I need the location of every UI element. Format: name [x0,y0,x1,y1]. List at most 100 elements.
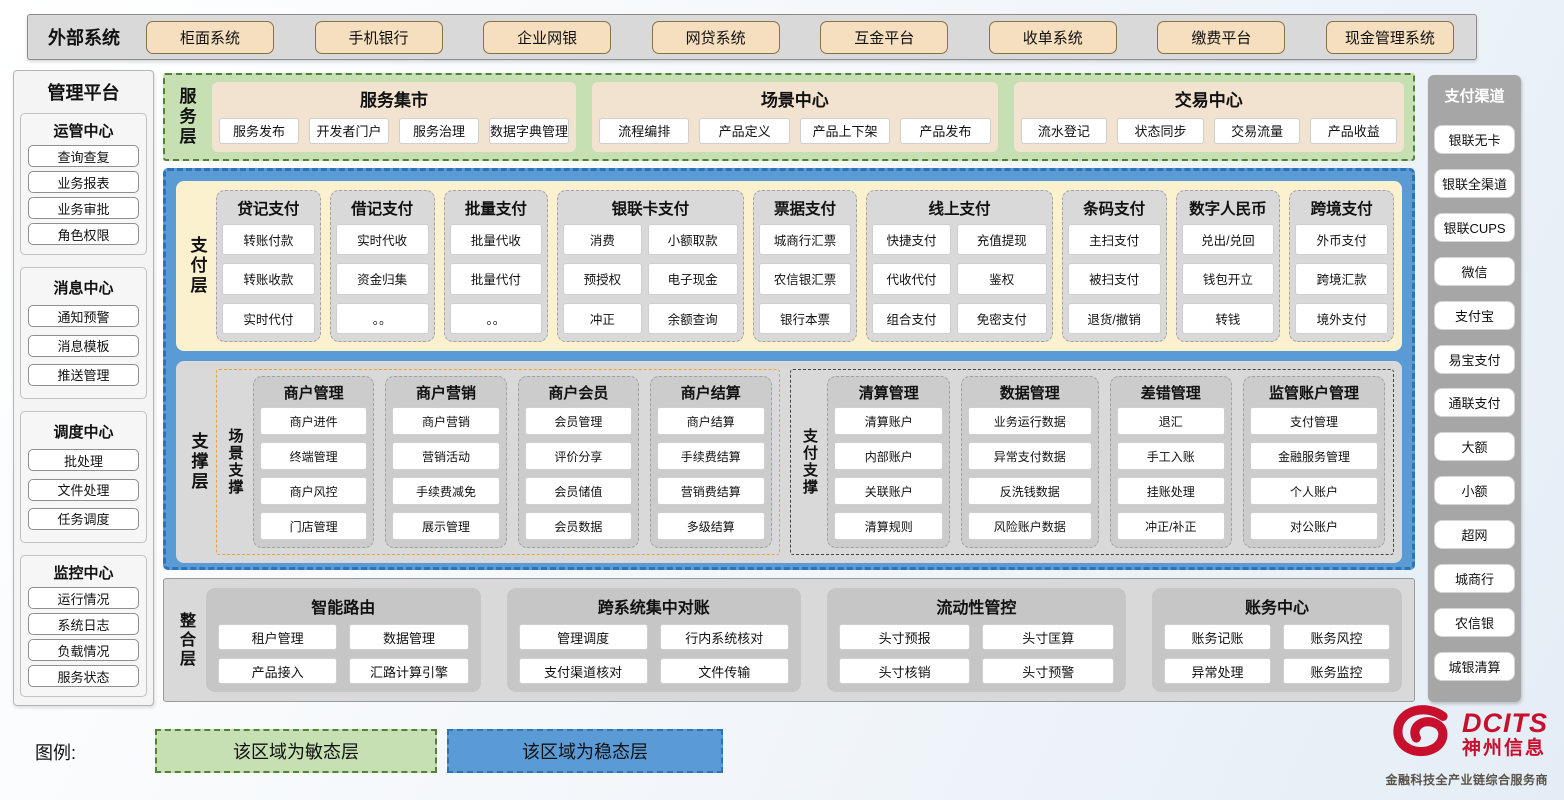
management-platform-title: 管理平台 [47,83,120,103]
module-item-box: 批量代收 [449,224,543,256]
payment-module-panel: 批量支付批量代收批量代付。。 [443,190,549,342]
support-item-box: 内部账户 [834,442,943,470]
support-panel-body: 支付管理金融服务管理个人账户对公账户 [1250,407,1378,540]
module-item-box: 免密支付 [956,302,1047,334]
external-system-box: 缴费平台 [1157,20,1286,54]
support-panel-title: 监管账户管理 [1269,385,1360,402]
support-panel-title: 差错管理 [1140,385,1201,402]
channel-box: 银联无卡 [1434,124,1515,154]
support-item-box: 支付管理 [1250,407,1378,435]
module-item-box: 资金归集 [335,263,429,295]
payment-channels-title: 支付渠道 [1444,88,1505,105]
module-body: 外币支付跨境汇款境外支付 [1295,224,1388,334]
module-item-box: 充值提现 [956,224,1047,256]
module-item-box: 兑出/兑回 [1181,224,1275,256]
management-item-box: 业务审批 [28,197,139,219]
module-item-box: 实时代付 [222,302,315,334]
service-panels: 服务集市服务发布开发者门户服务治理数据字典管理场景中心流程编排产品定义产品上下架… [212,82,1404,152]
service-item-box: 产品上下架 [799,117,891,144]
integration-panel-grid: 管理调度行内系统核对支付渠道核对文件传输 [518,624,789,684]
support-item-box: 金融服务管理 [1250,442,1378,470]
support-panel: 监管账户管理支付管理金融服务管理个人账户对公账户 [1243,376,1385,548]
service-panel-items: 服务发布开发者门户服务治理数据字典管理 [219,115,570,146]
support-panel: 商户营销商户营销营销活动手续费减免展示管理 [385,376,507,548]
channel-box: 通联支付 [1434,388,1515,418]
support-item-box: 风险账户数据 [967,512,1092,540]
integration-panel-grid: 租户管理数据管理产品接入汇路计算引擎 [218,624,469,684]
support-panel-title: 商户会员 [548,385,609,402]
module-item-box: 转钱 [1181,302,1275,334]
module-body: 批量代收批量代付。。 [449,224,543,334]
integration-panels: 智能路由租户管理数据管理产品接入汇路计算引擎跨系统集中对账管理调度行内系统核对支… [206,588,1402,692]
integration-item-box: 管理调度 [518,624,648,650]
support-panel-body: 退汇手工入账挂账处理冲正/补正 [1116,407,1226,540]
service-item-box: 服务发布 [219,117,300,144]
stable-frame: 支付层 贷记支付转账付款转账收款实时代付借记支付实时代收资金归集。。批量支付批量… [163,168,1415,570]
brand-name: DCITS [1462,708,1548,739]
module-body: 实时代收资金归集。。 [335,224,429,334]
legend-agile-box: 该区域为敏态层 [155,729,437,773]
management-group: 运管中心查询查复业务报表业务审批角色权限 [20,113,147,255]
support-panel-body: 清算账户内部账户关联账户清算规则 [834,407,943,540]
payment-module-panel: 贷记支付转账付款转账收款实时代付 [216,190,321,342]
management-item-box: 运行情况 [28,587,139,609]
service-item-box: 状态同步 [1117,117,1204,144]
management-item-box: 通知预警 [28,305,139,328]
payment-module-panel: 票据支付城商行汇票农信银汇票银行本票 [752,190,858,342]
support-item-box: 手续费结算 [657,442,765,470]
legend-label: 图例: [35,743,77,763]
channel-box: 银联全渠道 [1434,168,1515,198]
module-title: 跨境支付 [1310,201,1373,218]
support-panel-body: 业务运行数据异常支付数据反洗钱数据风险账户数据 [967,407,1092,540]
payment-layer-label: 支付层 [187,236,207,296]
module-item-box: 鉴权 [956,263,1047,295]
service-panel: 场景中心流程编排产品定义产品上下架产品发布 [592,82,998,152]
integration-panel-title: 智能路由 [311,600,376,617]
integration-panel: 账务中心账务记账账务风控异常处理账务监控 [1151,588,1402,692]
channel-box: 大额 [1434,432,1515,462]
integration-item-box: 数据管理 [349,624,469,650]
service-panel: 服务集市服务发布开发者门户服务治理数据字典管理 [212,82,577,152]
module-item-box: 批量代付 [449,263,543,295]
channel-box: 微信 [1434,256,1515,286]
management-item-box: 查询查复 [28,145,139,167]
module-item-box: 组合支付 [872,302,951,334]
service-item-box: 流程编排 [599,117,690,144]
management-group: 消息中心通知预警消息模板推送管理 [20,267,147,399]
payment-module-panel: 跨境支付外币支付跨境汇款境外支付 [1289,190,1394,342]
module-item-box: 代收代付 [872,263,951,295]
management-item-box: 负载情况 [28,639,139,661]
support-item-box: 终端管理 [260,442,368,470]
integration-panel-grid: 账务记账账务风控异常处理账务监控 [1163,624,1390,684]
module-title: 贷记支付 [237,201,300,218]
integration-item-box: 支付渠道核对 [518,658,648,684]
support-item-box: 营销费结算 [657,477,765,505]
support-panel-title: 商户管理 [283,385,344,402]
management-item-box: 推送管理 [28,363,139,386]
support-panel: 差错管理退汇手工入账挂账处理冲正/补正 [1109,376,1233,548]
payment-module-panel: 银联卡支付消费小额取款预授权电子现金冲正余额查询 [557,190,744,342]
module-item-box: 主扫支付 [1067,224,1161,256]
support-panel: 数据管理业务运行数据异常支付数据反洗钱数据风险账户数据 [960,376,1099,548]
module-item-box: 余额查询 [647,302,738,334]
support-item-box: 手工入账 [1116,442,1226,470]
channel-box: 易宝支付 [1434,344,1515,374]
integration-item-box: 头寸匡算 [982,624,1114,650]
module-item-box: 冲正 [563,302,642,334]
support-item-box: 评价分享 [524,442,633,470]
external-system-box: 柜面系统 [146,20,274,54]
module-title: 条码支付 [1083,201,1146,218]
service-item-box: 数据字典管理 [489,117,570,144]
support-item-box: 对公账户 [1250,512,1378,540]
support-item-box: 商户营销 [392,407,500,435]
payment-support-panels: 清算管理清算账户内部账户关联账户清算规则数据管理业务运行数据异常支付数据反洗钱数… [827,376,1385,548]
support-panel-title: 商户营销 [416,385,477,402]
support-layer-label: 支撑层 [188,432,208,492]
payment-support-group: 支付支撑 清算管理清算账户内部账户关联账户清算规则数据管理业务运行数据异常支付数… [790,369,1394,555]
management-group-title: 监控中心 [53,565,114,582]
service-layer-label: 服务层 [176,87,196,147]
support-item-box: 商户进件 [260,407,368,435]
channel-box: 银联CUPS [1434,212,1515,242]
module-body: 消费小额取款预授权电子现金冲正余额查询 [563,224,738,334]
support-item-box: 展示管理 [392,512,500,540]
